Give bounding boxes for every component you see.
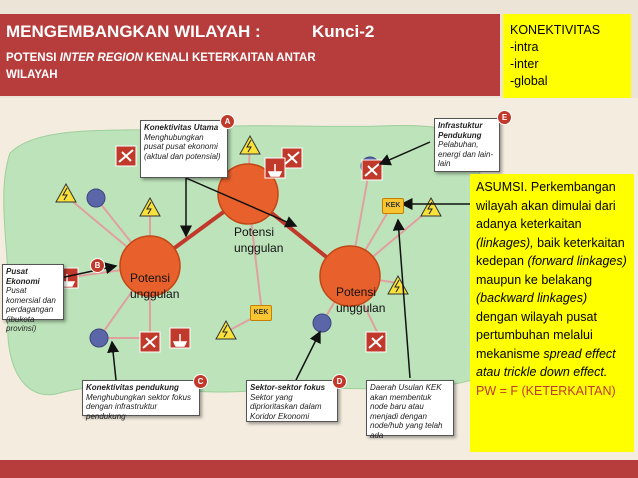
lightning-icon <box>239 134 261 155</box>
subtitle-suffix: KENALI KETERKAITAN ANTAR WILAYAH <box>6 52 316 81</box>
port-icon <box>169 327 191 349</box>
footer-bar <box>0 460 638 478</box>
kek-tag: KEK <box>250 305 272 321</box>
asumsi-text-1: ASUMSI. Perkembangan wilayah akan dimula… <box>476 180 616 231</box>
callout-body: Menghubungkan pusat pusat ekonomi (aktua… <box>144 132 221 161</box>
konektivitas-item-intra: -intra <box>510 40 539 54</box>
airport-icon <box>115 145 137 167</box>
asumsi-backward: (backward linkages) <box>476 291 588 305</box>
airport-icon <box>361 159 383 181</box>
title-bar: MENGEMBANGKAN WILAYAH : Kunci-2 POTENSI … <box>0 14 500 96</box>
airport-icon <box>281 147 303 169</box>
connectivity-diagram: Potensi unggulan Potensi unggulan Potens… <box>0 98 638 460</box>
lightning-icon <box>139 196 161 217</box>
callout-badge-a: A <box>220 114 235 129</box>
callout-title: Sektor-sektor fokus <box>250 383 326 392</box>
callout-body: Pelabuhan, energi dan lain-lain <box>438 140 494 168</box>
konektivitas-item-inter: -inter <box>510 57 539 71</box>
callout-konektivitas-utama: Konektivitas Utama Menghubungkan pusat p… <box>140 120 228 178</box>
hub-label-left: Potensi unggulan <box>130 271 180 301</box>
callout-title: Infrastuktur Pendukung <box>438 121 483 140</box>
lightning-icon <box>420 196 442 217</box>
asumsi-formula: PW = F (KETERKAITAN) <box>476 383 616 398</box>
lightning-icon <box>215 319 237 340</box>
callout-badge-b: B <box>90 258 105 273</box>
small-node <box>86 188 106 208</box>
callout-daerah-kek: Daerah Usulan KEK akan membentuk node ba… <box>366 380 454 440</box>
lightning-icon <box>55 182 77 203</box>
callout-pusat-ekonomi: Pusat Ekonomi Pusat komersial dan perdag… <box>2 264 64 333</box>
slide-key-label: Kunci-2 <box>312 22 375 41</box>
port-icon <box>264 157 286 179</box>
small-node <box>89 328 109 348</box>
subtitle-italic: INTER REGION <box>59 52 143 64</box>
energy-icons <box>55 134 442 340</box>
callout-arrows <box>59 141 472 381</box>
callout-body: Pusat komersial dan perdagangan (ibukota… <box>6 286 56 333</box>
callout-body: Daerah Usulan KEK akan membentuk node ba… <box>370 383 443 440</box>
callout-title: Konektivitas pendukung <box>86 383 179 392</box>
airport-icon <box>365 331 387 353</box>
asumsi-text-4: dengan wilayah pusat pertumbuhan melalui… <box>476 309 597 361</box>
konektivitas-title: KONEKTIVITAS <box>510 23 601 37</box>
airport-icon <box>139 331 161 353</box>
hub-label-right: Potensi unggulan <box>336 285 386 315</box>
hub-center <box>217 163 279 225</box>
small-node <box>312 313 332 333</box>
callout-body: Sektor yang diprioritaskan dalam Koridor… <box>250 392 322 421</box>
diagram-canvas <box>3 125 481 396</box>
callout-infrastruktur-pendukung: Infrastuktur Pendukung Pelabuhan, energi… <box>434 118 500 172</box>
asumsi-linkages: (linkages), <box>476 235 534 250</box>
slide-subtitle: POTENSI INTER REGION KENALI KETERKAITAN … <box>6 50 336 84</box>
callout-badge-d: D <box>332 374 347 389</box>
konektivitas-box: KONEKTIVITAS -intra -inter -global <box>503 14 631 98</box>
asumsi-text-2: baik keterkaitan kedepan <box>476 235 625 269</box>
callout-title: Konektivitas Utama <box>144 123 219 132</box>
callout-sektor-fokus: Sektor-sektor fokus Sektor yang dipriori… <box>246 380 338 422</box>
asumsi-box: ASUMSI. Perkembangan wilayah akan dimula… <box>470 174 634 452</box>
slide-title: MENGEMBANGKAN WILAYAH : <box>6 22 261 41</box>
hub-label-center: Potensi unggulan <box>234 225 284 255</box>
callout-body: Menghubungkan sektor fokus dengan infras… <box>86 392 191 421</box>
asumsi-forward: (forward linkages) <box>527 254 627 268</box>
callout-title: Pusat Ekonomi <box>6 267 40 286</box>
kek-tag: KEK <box>382 198 404 214</box>
asumsi-text-3: maupun ke belakang <box>476 272 593 287</box>
infrastructure-icons <box>57 145 387 353</box>
hub-right <box>319 245 381 307</box>
callout-badge-e: E <box>497 110 512 125</box>
subtitle-prefix: POTENSI <box>6 52 60 64</box>
asumsi-spread: spread effect atau trickle down effect. <box>476 346 616 380</box>
callout-badge-c: C <box>193 374 208 389</box>
konektivitas-item-global: -global <box>510 74 548 88</box>
callout-konektivitas-pendukung: Konektivitas pendukung Menghubungkan sek… <box>82 380 200 421</box>
hub-left <box>119 235 181 297</box>
